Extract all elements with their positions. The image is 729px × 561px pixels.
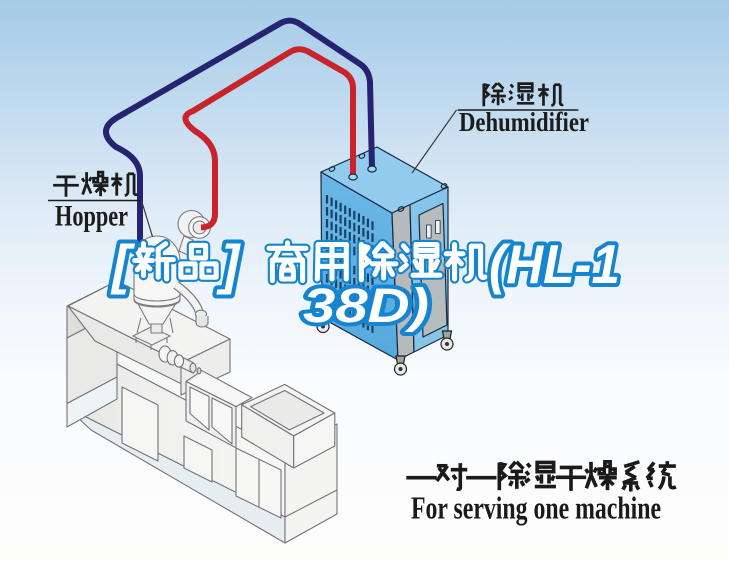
svg-text:(HL-1: (HL-1	[489, 233, 620, 295]
svg-text:38D): 38D)	[303, 280, 429, 333]
svg-text:For serving one machine: For serving one machine	[411, 490, 661, 526]
svg-text:Hopper: Hopper	[55, 200, 128, 233]
svg-text:Dehumidifier: Dehumidifier	[459, 106, 589, 137]
